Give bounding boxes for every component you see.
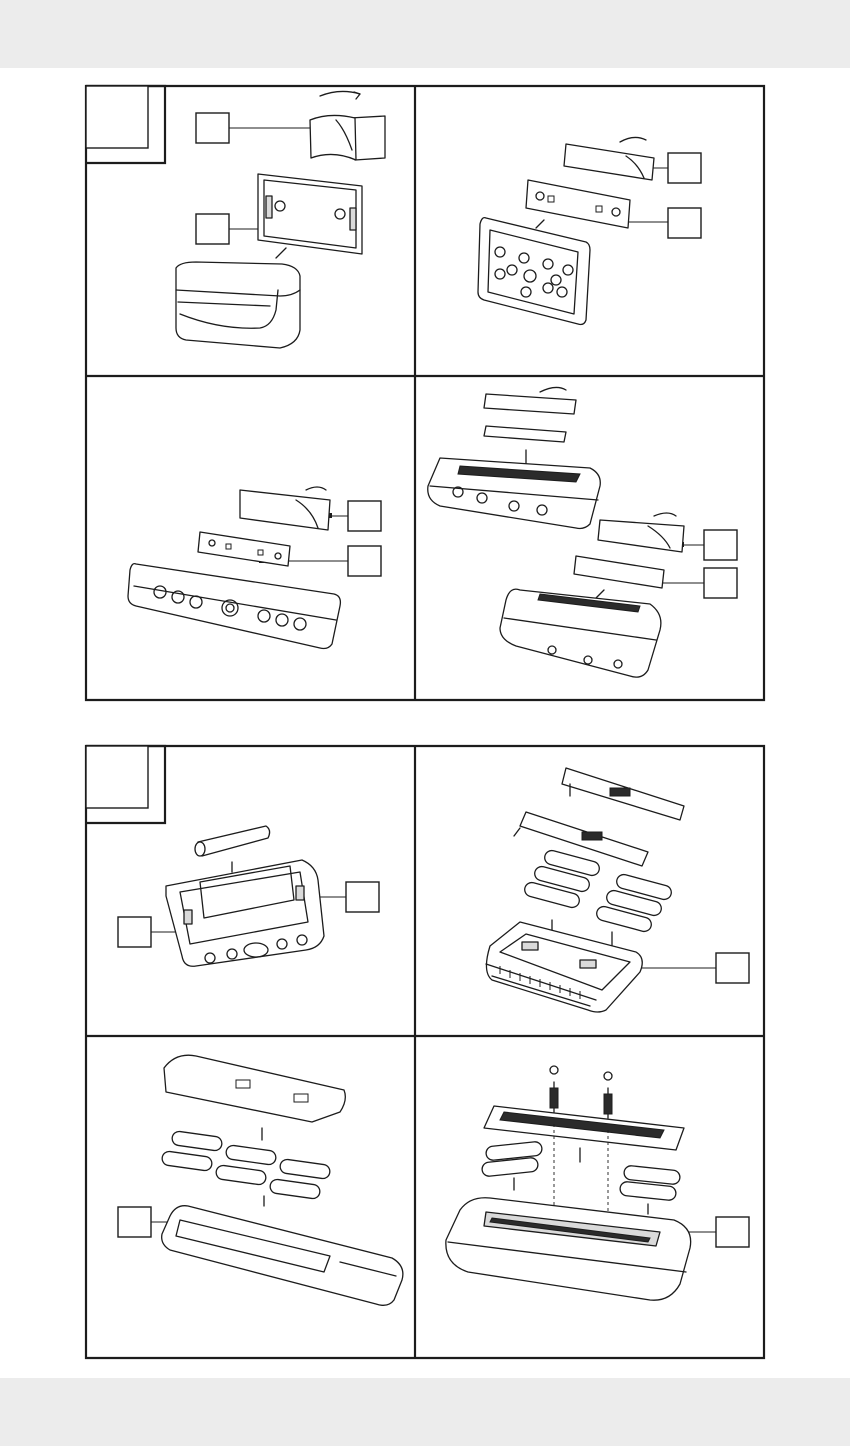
callout-label bbox=[668, 208, 701, 238]
callout-label bbox=[118, 1207, 151, 1237]
callout-label bbox=[348, 546, 381, 576]
callout-label bbox=[346, 882, 379, 912]
panel-base-adhesive-mount bbox=[428, 387, 737, 677]
panel-base-battery-insert bbox=[486, 768, 749, 1012]
panel-base-screw-cover bbox=[446, 1066, 749, 1300]
panel-sensor-battery-insert bbox=[118, 826, 379, 966]
callout-label bbox=[196, 113, 229, 143]
callout-label bbox=[716, 953, 749, 983]
panel-remote-bar-adhesive-mount bbox=[128, 487, 381, 649]
panel-keypad-adhesive-mount bbox=[478, 137, 701, 324]
callout-label bbox=[118, 917, 151, 947]
figure-batteries bbox=[86, 746, 764, 1358]
figure-mounting bbox=[86, 86, 764, 700]
panel-sensor-adhesive-mount bbox=[176, 91, 385, 348]
figure-badge bbox=[86, 86, 148, 148]
callout-label bbox=[704, 568, 737, 598]
callout-label bbox=[348, 501, 381, 531]
callout-label bbox=[668, 153, 701, 183]
callout-label bbox=[704, 530, 737, 560]
callout-label bbox=[716, 1217, 749, 1247]
figure-badge bbox=[86, 746, 148, 808]
panel-remote-bar-battery-insert bbox=[118, 1055, 403, 1305]
callout-label bbox=[196, 214, 229, 244]
